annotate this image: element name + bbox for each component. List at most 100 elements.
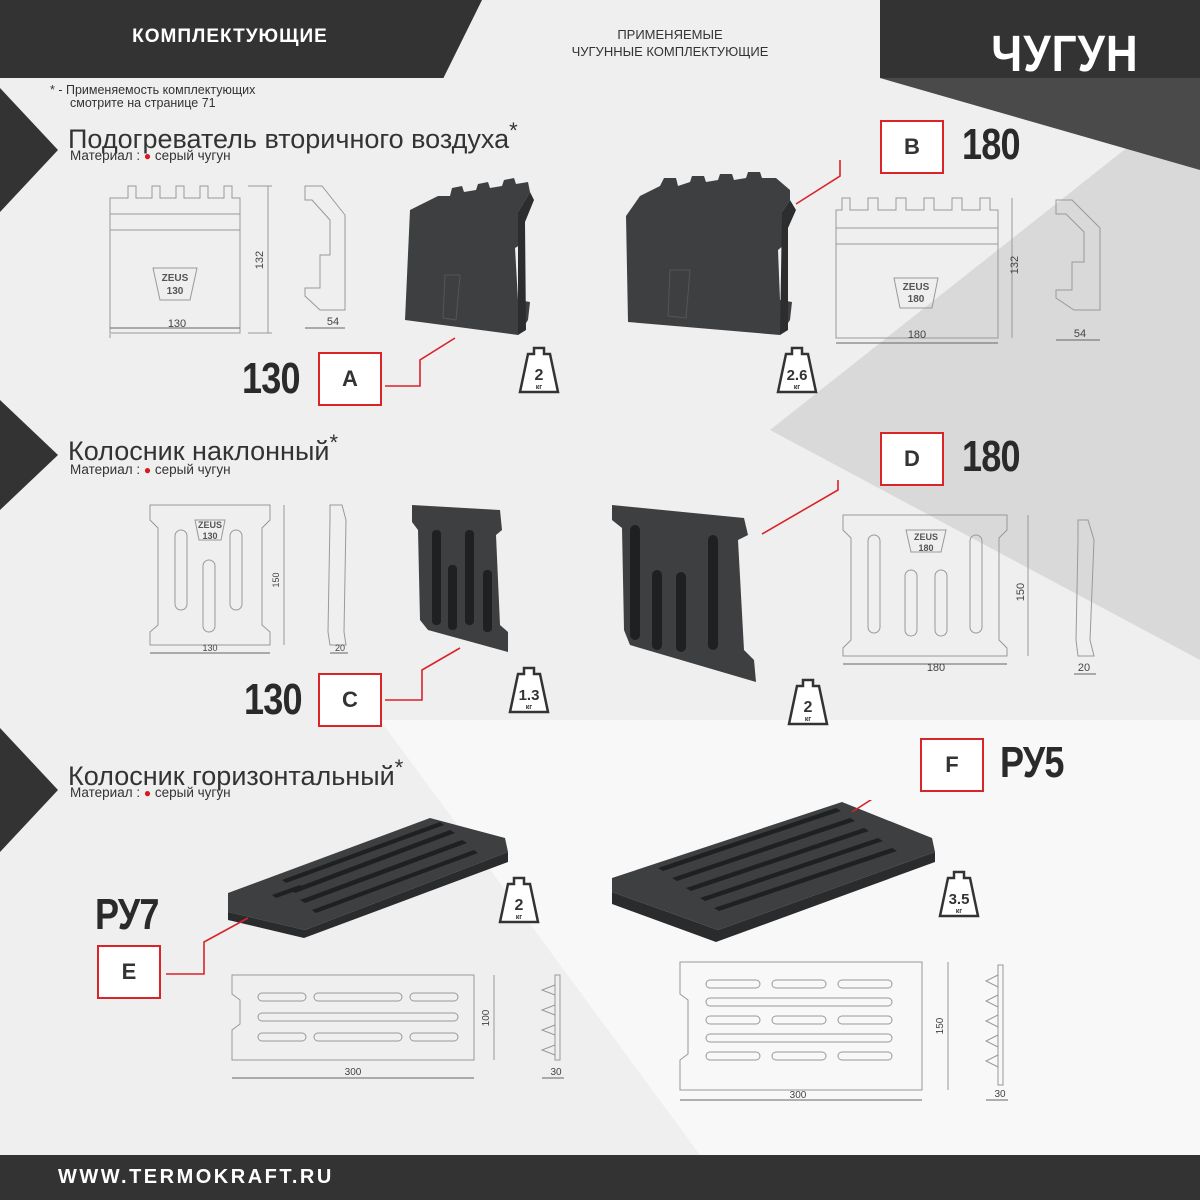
section1-material: Материал : ● серый чугун bbox=[70, 148, 231, 163]
part-a-label: A bbox=[318, 352, 382, 406]
part-f-front-drawing bbox=[679, 961, 949, 1101]
part-b-weight: 2.6 bbox=[787, 367, 808, 384]
section1-title: Подогреватель вторичного воздуха* bbox=[68, 118, 518, 155]
part-e-front-drawing bbox=[231, 974, 495, 1079]
part-b-weight-unit: кг bbox=[794, 384, 801, 391]
part-c-stamp-brand: ZEUS bbox=[198, 520, 222, 530]
part-e-dim-depth: 30 bbox=[550, 1067, 562, 1078]
part-e-dim-height: 100 bbox=[481, 1009, 492, 1026]
part-a-dim-depth: 54 bbox=[327, 316, 339, 328]
part-d-side-drawing bbox=[1074, 519, 1096, 675]
bullet-icon: ● bbox=[143, 786, 152, 800]
part-c-dim-height: 150 bbox=[271, 572, 281, 587]
header-category-label: КОМПЛЕКТУЮЩИЕ bbox=[132, 26, 328, 47]
section2-title-text: Колосник наклонный bbox=[68, 436, 330, 466]
part-b-front-drawing bbox=[835, 197, 1013, 344]
section3-material-value: серый чугун bbox=[154, 785, 231, 800]
section2-drawings: ZEUS 130 130 150 20 1.3 кг 2 кг ZEUS bbox=[149, 480, 1096, 726]
part-f-size: РУ5 bbox=[1000, 738, 1064, 787]
part-f-side-drawing bbox=[984, 964, 1008, 1101]
leader-line-b bbox=[795, 160, 841, 205]
part-e-3d-render bbox=[228, 818, 508, 938]
part-f-3d-render bbox=[612, 802, 935, 942]
part-d-dim-height: 150 bbox=[1015, 583, 1027, 601]
part-b-dim-depth: 54 bbox=[1074, 328, 1086, 340]
part-a-stamp-brand: ZEUS bbox=[162, 273, 189, 284]
weight-icon bbox=[498, 876, 540, 924]
part-a-weight-unit: кг bbox=[536, 384, 543, 391]
part-c-front-drawing bbox=[149, 504, 285, 654]
applicability-note: * - Применяемость комплектующих смотрите… bbox=[50, 84, 255, 110]
part-b-stamp-size: 180 bbox=[908, 294, 925, 305]
section1-drawings: ZEUS 130 130 132 54 2 кг 2.6 кг ZEUS 180… bbox=[109, 160, 1101, 394]
leader-line-a bbox=[385, 337, 456, 387]
header-subtitle-line1: ПРИМЕНЯЕМЫЕ bbox=[617, 27, 723, 42]
weight-icon bbox=[938, 870, 980, 918]
part-d-weight: 2 bbox=[804, 699, 813, 716]
header-subtitle: ПРИМЕНЯЕМЫЕ ЧУГУННЫЕ КОМПЛЕКТУЮЩИЕ bbox=[520, 26, 820, 60]
part-b-label: B bbox=[880, 120, 944, 174]
part-f-weight: 3.5 bbox=[949, 891, 970, 908]
part-e-weight: 2 bbox=[515, 897, 524, 914]
part-b-3d-render bbox=[626, 172, 796, 335]
section1-star: * bbox=[509, 118, 518, 143]
weight-icon bbox=[508, 666, 550, 714]
header-material-label: ЧУГУН bbox=[991, 26, 1139, 83]
part-c-label: C bbox=[318, 673, 382, 727]
part-a-3d-render bbox=[405, 178, 534, 335]
part-e-weight-unit: кг bbox=[516, 914, 523, 921]
part-c-size: 130 bbox=[244, 675, 303, 724]
part-d-size: 180 bbox=[962, 432, 1021, 481]
header-subtitle-line2: ЧУГУННЫЕ КОМПЛЕКТУЮЩИЕ bbox=[571, 44, 769, 59]
part-f-dim-depth: 30 bbox=[994, 1089, 1006, 1100]
part-f-dim-width: 300 bbox=[790, 1090, 807, 1101]
part-a-dim-width: 130 bbox=[168, 318, 186, 330]
section3-title-text: Колосник горизонтальный bbox=[68, 761, 395, 791]
leader-line-d bbox=[761, 480, 839, 535]
footer-bar bbox=[0, 1155, 1200, 1200]
leader-line-e bbox=[166, 917, 249, 975]
weight-icon bbox=[787, 678, 829, 726]
part-a-dim-height: 132 bbox=[254, 251, 266, 269]
part-a-stamp-size: 130 bbox=[167, 286, 184, 297]
part-c-dim-depth: 20 bbox=[335, 643, 345, 653]
bullet-icon: ● bbox=[143, 149, 152, 163]
part-f-dim-height: 150 bbox=[935, 1017, 946, 1034]
section1-material-prefix: Материал : bbox=[70, 148, 141, 163]
section2-material-prefix: Материал : bbox=[70, 462, 141, 477]
part-c-weight: 1.3 bbox=[519, 687, 540, 704]
part-d-weight-unit: кг bbox=[805, 716, 812, 723]
section2-material-value: серый чугун bbox=[154, 462, 231, 477]
part-c-3d-render bbox=[412, 505, 508, 652]
part-e-size: РУ7 bbox=[95, 890, 159, 939]
leader-line-f bbox=[851, 800, 873, 813]
part-a-side-drawing bbox=[304, 185, 346, 329]
section3-star: * bbox=[394, 755, 404, 780]
part-e-label: E bbox=[97, 945, 161, 999]
part-b-size: 180 bbox=[962, 120, 1021, 169]
part-b-dim-width: 180 bbox=[908, 329, 926, 341]
leader-line-c bbox=[385, 647, 461, 701]
part-d-3d-render bbox=[612, 505, 756, 682]
note-line1: * - Применяемость комплектующих bbox=[50, 83, 256, 97]
section2-star: * bbox=[329, 430, 339, 455]
part-c-stamp-size: 130 bbox=[202, 531, 217, 541]
section3-title: Колосник горизонтальный* bbox=[68, 755, 403, 792]
section3-drawings: 2 кг 300 100 30 3.5 кг bbox=[166, 800, 1008, 1101]
part-e-dim-width: 300 bbox=[345, 1067, 362, 1078]
footer-website-link[interactable]: WWW.TERMOKRAFT.RU bbox=[58, 1166, 334, 1188]
part-d-dim-depth: 20 bbox=[1078, 662, 1090, 674]
section3-material-prefix: Материал : bbox=[70, 785, 141, 800]
section2-title: Колосник наклонный* bbox=[68, 430, 338, 467]
part-c-dim-width: 130 bbox=[202, 643, 217, 653]
weight-icon bbox=[776, 346, 818, 394]
part-a-size: 130 bbox=[242, 354, 301, 403]
note-line2: смотрите на странице 71 bbox=[70, 96, 216, 110]
bullet-icon: ● bbox=[143, 463, 152, 477]
part-c-weight-unit: кг bbox=[526, 704, 533, 711]
part-b-dim-height: 132 bbox=[1009, 256, 1021, 274]
part-d-stamp-brand: ZEUS bbox=[914, 532, 938, 542]
part-a-weight: 2 bbox=[535, 367, 544, 384]
part-d-dim-width: 180 bbox=[927, 662, 945, 674]
